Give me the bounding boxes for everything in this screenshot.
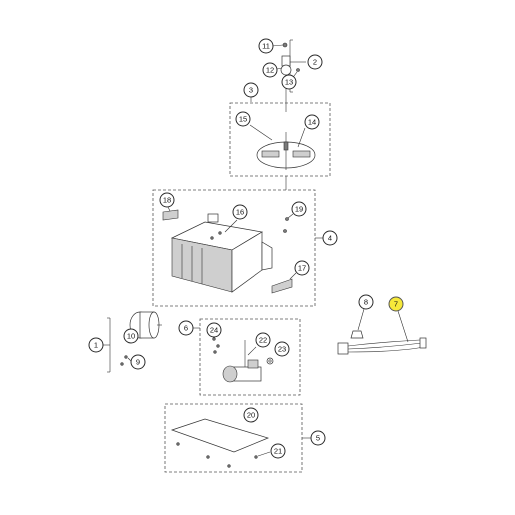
svg-text:6: 6 [184,324,188,333]
callout-10[interactable]: 10 [123,328,139,344]
assembly-3-parts [249,97,316,190]
svg-text:23: 23 [278,345,286,354]
assembly-3-box [229,102,331,177]
callout-2[interactable]: 2 [307,54,323,70]
callout-17[interactable]: 17 [294,260,310,276]
callout-18[interactable]: 18 [159,192,175,208]
svg-text:18: 18 [163,196,171,205]
svg-text:4: 4 [328,234,332,243]
assembly-1-parts [103,311,162,373]
part-8-cap [350,330,364,339]
callout-22[interactable]: 22 [255,332,271,348]
svg-text:10: 10 [127,332,135,341]
part-21-screw [254,455,258,459]
callout-23[interactable]: 23 [274,341,290,357]
callout-5[interactable]: 5 [310,430,326,446]
svg-text:14: 14 [308,118,316,127]
svg-text:15: 15 [239,115,247,124]
svg-text:12: 12 [266,66,274,75]
part-7-harness [347,339,421,347]
svg-text:21: 21 [274,447,282,456]
svg-text:16: 16 [236,208,244,217]
part-20-plate [170,418,270,453]
assembly-4-parts [162,206,297,294]
part-19-screw [285,217,289,221]
callout-11[interactable]: 11 [258,38,274,54]
callout-14[interactable]: 14 [304,114,320,130]
part-23-washer [266,357,274,365]
svg-text:9: 9 [136,358,140,367]
svg-text:8: 8 [364,298,368,307]
svg-text:7: 7 [394,300,398,309]
part-18-label [162,209,179,221]
svg-text:3: 3 [249,86,253,95]
callout-13[interactable]: 13 [281,74,297,90]
part-14-tab [292,150,311,158]
callout-24[interactable]: 24 [206,322,222,338]
svg-text:19: 19 [295,205,303,214]
callout-19[interactable]: 19 [291,201,307,217]
svg-text:20: 20 [247,411,255,420]
part-9-screw [124,355,128,359]
svg-text:22: 22 [259,336,267,345]
assembly-5-parts [170,418,271,468]
callout-20[interactable]: 20 [243,407,259,423]
svg-text:17: 17 [298,264,306,273]
svg-text:1: 1 [94,341,98,350]
callout-9[interactable]: 9 [130,354,146,370]
part-24-screw [212,337,216,341]
part-11-screw [282,42,288,48]
svg-text:11: 11 [262,42,270,51]
assembly-6-parts [212,337,274,383]
assembly-4-box [152,189,316,307]
callout-3[interactable]: 3 [243,82,259,98]
callout-16[interactable]: 16 [232,204,248,220]
svg-text:13: 13 [285,78,293,87]
part-12-knob [281,55,291,67]
svg-text:2: 2 [313,58,317,67]
callout-12[interactable]: 12 [262,62,278,78]
svg-text:5: 5 [316,434,320,443]
part-13-pin [296,68,300,72]
svg-text:24: 24 [210,326,218,335]
assembly-6-box [199,318,301,396]
callout-4[interactable]: 4 [322,230,338,246]
callout-21[interactable]: 21 [270,443,286,459]
part-17-label [271,278,293,294]
harness-parts [337,308,427,355]
callout-6[interactable]: 6 [178,320,194,336]
callout-8[interactable]: 8 [358,294,374,310]
callout-1[interactable]: 1 [88,337,104,353]
callout-15[interactable]: 15 [235,111,251,127]
part-7-connector [337,342,349,355]
callout-7[interactable]: 7 [388,296,404,312]
